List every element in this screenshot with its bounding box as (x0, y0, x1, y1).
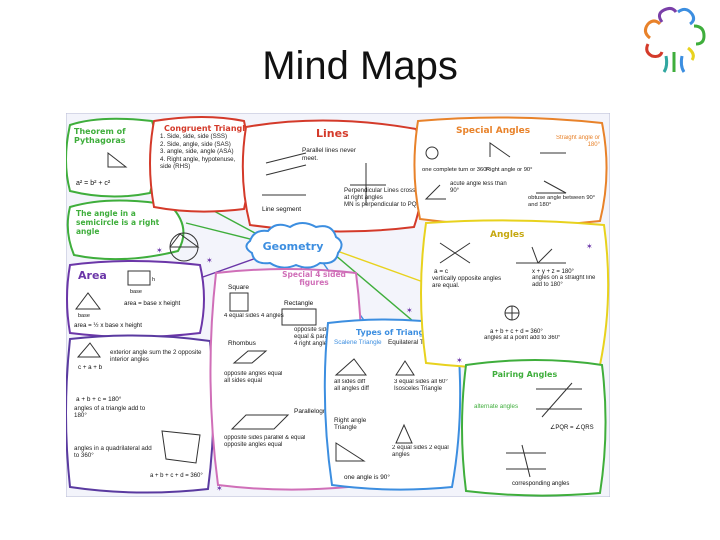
special-acute: acute angle less than 90° (450, 181, 508, 195)
special-straight: Straight angle or 180° (542, 135, 600, 149)
theorem-of-pythagoras-node: Theorem of Pythagoras a² = b² + c² (66, 119, 157, 197)
congruent-rhs: 4. Right angle, hypotenuse, side (RHS) (160, 156, 240, 171)
square-label: Square (228, 284, 249, 291)
lines-notation: MN is perpendicular to PQ (344, 201, 418, 208)
area-rect-height: h (152, 277, 155, 283)
pairing-angles-node: Pairing Angles alternate angles ∠PQR = ∠… (462, 360, 606, 496)
point-note: angles at a point add to 360° (484, 335, 584, 342)
corresponding-label: corresponding angles (512, 481, 569, 487)
isosceles-note: 2 equal sides 2 equal angles (392, 445, 452, 459)
lines-parallel: Parallel lines never meet. (302, 147, 372, 162)
parallelogram-note2: opposite angles equal (224, 442, 330, 449)
pairing-title: Pairing Angles (492, 370, 557, 379)
quad-sum: a + b + c + d = 360° (150, 473, 203, 479)
star-icon: ✶ (206, 256, 213, 265)
right-triangle-note: one angle is 90° (344, 473, 390, 481)
congruent-title: Congruent Triangles (164, 124, 255, 133)
angles-title: Angles (490, 230, 524, 240)
triangle-sum-note: angles of a triangle add to 180° (74, 405, 154, 420)
star-icon: ✶ (456, 356, 463, 365)
special-four-title: Special 4 sided figures (274, 271, 354, 288)
angles-eq: a = c (434, 268, 449, 275)
special-right: Right angle or 90° (486, 167, 532, 173)
rhombus-note: opposite angles equal (224, 371, 294, 378)
area-tri-formula: area = ½ x base x height (74, 322, 142, 329)
pythagoras-formula: a² = b² + c² (76, 180, 111, 187)
parallelogram-note: opposite sides parallel & equal (224, 435, 330, 442)
congruent-sss: 1. Side, side, side (SSS) (160, 133, 240, 141)
lines-node: Lines Parallel lines never meet. Line se… (243, 120, 423, 231)
geometry-title: Geometry (263, 240, 324, 253)
theorem-title: Theorem of Pythagoras (74, 127, 136, 145)
alternate-label: alternate angles (474, 403, 530, 410)
triangle-sum: a + b + c = 180° (76, 395, 122, 403)
quad-note: angles in a quadrilateral add to 360° (74, 445, 154, 460)
exterior-rule: c + a + b (78, 364, 103, 371)
rhombus-label: Rhombus (228, 340, 257, 347)
area-title: Area (78, 269, 107, 282)
lines-segment: Line segment (262, 206, 301, 213)
special-angles-node: Special Angles one complete turn or 360°… (414, 117, 606, 225)
star-icon: ✶ (586, 242, 593, 251)
congruent-triangles-node: Congruent Triangles 1. Side, side, side … (150, 117, 255, 212)
scalene-label: Scalene Triangle (334, 339, 386, 346)
area-tri-base: base (78, 313, 90, 319)
area-rect-formula: area = base x height (124, 300, 181, 307)
area-rect-base: base (130, 289, 142, 295)
exterior-note: exterior angle sum the 2 opposite interi… (110, 349, 206, 364)
congruent-sas: 2. Side, angle, side (SAS) (160, 141, 240, 149)
rhombus-note2: all sides equal (224, 378, 294, 385)
star-icon: ✶ (406, 306, 413, 315)
pairing-eq: ∠PQR = ∠QRS (550, 424, 594, 431)
tree-logo-icon (632, 4, 716, 78)
lines-perpendicular: Perpendicular Lines cross at right angle… (344, 187, 418, 201)
scalene-note2: all angles diff (334, 386, 386, 393)
scalene-note: all sides diff (334, 379, 386, 386)
mind-map: Theorem of Pythagoras a² = b² + c² The a… (66, 113, 610, 497)
semicircle-title: The angle in a semicircle is a right ang… (76, 209, 162, 236)
angle-sum-node: c + a + b exterior angle sum the 2 oppos… (66, 335, 214, 492)
slide-title: Mind Maps (0, 44, 720, 89)
square-note: 4 equal sides 4 angles (224, 313, 284, 320)
angles-node: Angles a = c vertically opposite angles … (421, 220, 608, 368)
star-icon: ✶ (216, 484, 223, 493)
rectangle-label: Rectangle (284, 300, 314, 307)
star-icon: ✶ (156, 246, 163, 255)
congruent-asa: 3. angle, side, angle (ASA) (160, 148, 240, 156)
special-obtuse: obtuse angle between 90° and 180° (528, 195, 600, 209)
vertical-angles-note: vertically opposite angles are equal. (432, 275, 502, 290)
right-triangle-label: Right angle Triangle (334, 417, 386, 432)
isosceles-label: Isosceles Triangle (394, 386, 452, 393)
area-node: Area base h area = base x height base ar… (67, 261, 204, 337)
special-angles-title: Special Angles (456, 126, 530, 136)
straight-line-note: angles on a straight line add to 180° (532, 275, 600, 289)
equilateral-note: 3 equal sides all 60° (394, 379, 452, 386)
special-complete: one complete turn or 360° (422, 167, 489, 173)
lines-title: Lines (316, 127, 349, 140)
